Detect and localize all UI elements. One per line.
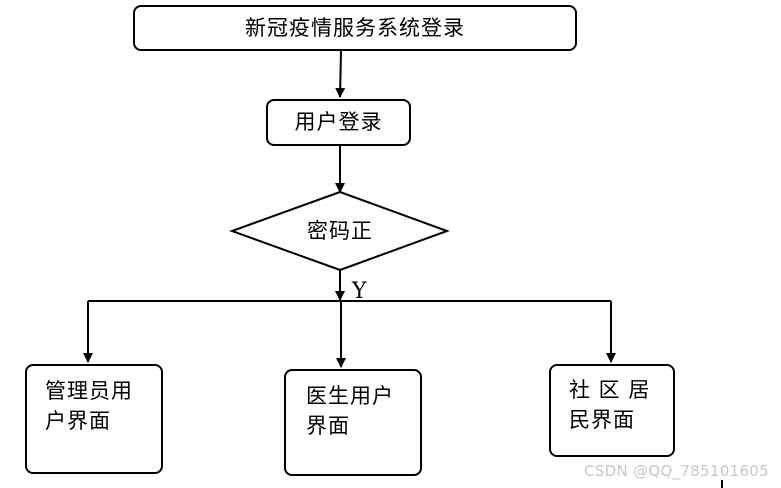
- doctor-node-line1: 医生用户: [306, 384, 394, 408]
- resident-node-line2: 民界面: [569, 408, 635, 433]
- decision-label-wrap: 密码正: [282, 213, 398, 249]
- admin-node-line1: 管理员用: [45, 379, 133, 403]
- resident-node: 社 区 居 民界面: [549, 364, 675, 457]
- login-node-label: 用户登录: [294, 110, 383, 135]
- watermark: CSDN @QQ_785101605: [584, 462, 769, 480]
- doctor-node: 医生用户 界面: [284, 369, 422, 476]
- yes-label: Y: [352, 279, 367, 304]
- login-node: 用户登录: [266, 99, 411, 146]
- resident-node-line1: 社 区 居: [569, 378, 651, 402]
- title-node-label: 新冠疫情服务系统登录: [245, 15, 465, 40]
- title-node: 新冠疫情服务系统登录: [133, 5, 577, 51]
- doctor-node-line2: 界面: [306, 414, 350, 439]
- arrow-title-to-login: [335, 50, 346, 98]
- admin-node: 管理员用 户界面: [25, 364, 163, 474]
- admin-node-line2: 户界面: [45, 409, 111, 434]
- decision-label: 密码正: [307, 218, 373, 243]
